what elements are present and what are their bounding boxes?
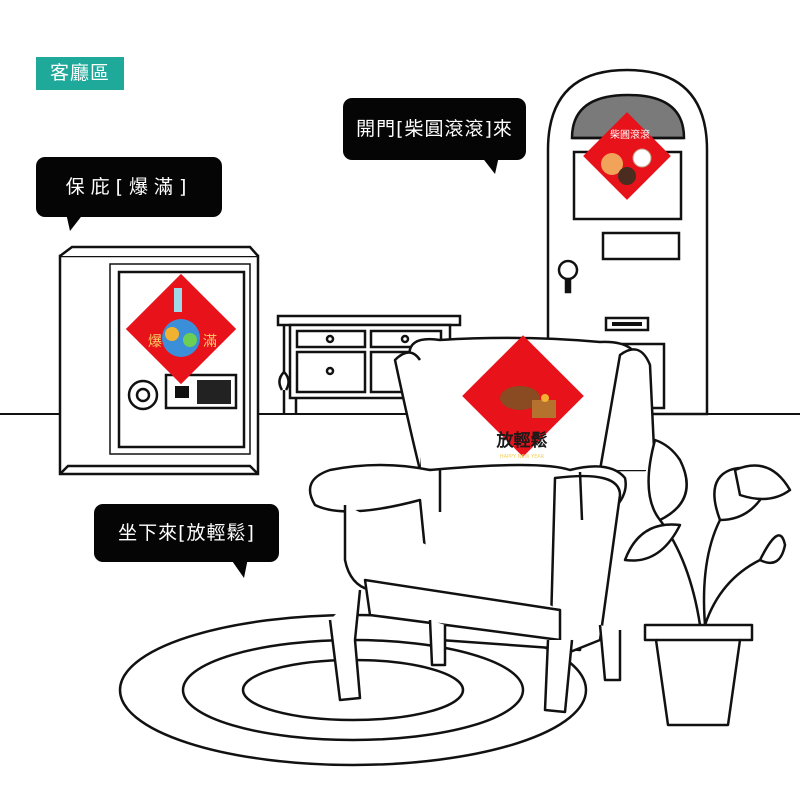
safe-poster-right-text: 滿 [203, 334, 217, 350]
armchair-poster-subtitle: HAPPY NEW YEAR [500, 454, 545, 460]
door-poster-text: 柴圓滾滾 [610, 128, 650, 141]
door-couplet-poster [583, 112, 671, 200]
safe-poster-left-text: 爆 [148, 334, 162, 350]
chair-speech-bubble: 坐下來[放輕鬆] [94, 504, 279, 578]
section-label: 客廳區 [36, 57, 124, 90]
safe-speech-bubble: 保庇[爆滿] [36, 157, 222, 231]
armchair-poster-title: 放輕鬆 [496, 430, 548, 451]
potted-plant [623, 438, 792, 727]
armchair-couplet-poster [462, 335, 584, 457]
door-speech-bubble: 開門[柴圓滾滾]來 [343, 98, 526, 174]
